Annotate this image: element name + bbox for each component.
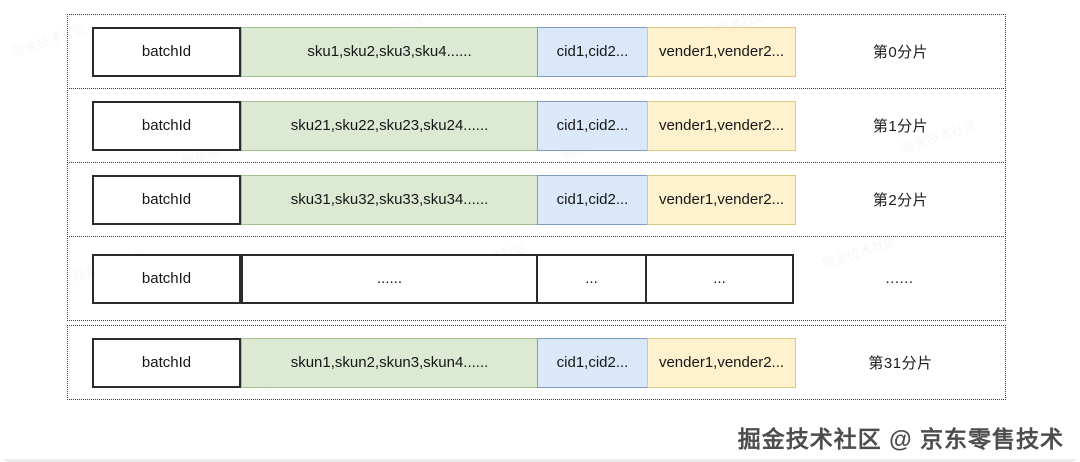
shard-label: 第0分片 (872, 44, 929, 61)
cid-list-cell: ... (536, 253, 647, 304)
shard-row-0: batchId sku1,sku2,sku3,sku4...... cid1,c… (67, 14, 1006, 89)
vender-list-cell: vender1,vender2... (647, 100, 796, 151)
batch-id-cell: batchId (92, 100, 241, 151)
cid-list-cell: cid1,cid2... (537, 174, 648, 225)
shard-row-31: batchId skun1,skun2,skun3,skun4...... ci… (67, 325, 1006, 400)
cid-list-cell: cid1,cid2... (537, 100, 648, 151)
batch-id-cell: batchId (92, 174, 241, 225)
vender-list-cell: vender1,vender2... (647, 26, 796, 77)
shard-table: batchId sku1,sku2,sku3,sku4...... cid1,c… (67, 14, 1006, 400)
shard-row-ellipsis: batchId ...... ... ... ...... (67, 236, 1006, 321)
shard-row-1: batchId sku21,sku22,sku23,sku24...... ci… (67, 88, 1006, 163)
sku-list-cell: sku21,sku22,sku23,sku24...... (241, 100, 538, 151)
sku-list-cell: skun1,skun2,skun3,skun4...... (241, 337, 538, 388)
batch-id-cell: batchId (92, 253, 241, 304)
shard-label: 第2分片 (872, 192, 929, 209)
vender-list-cell: ... (645, 253, 794, 304)
shard-row-2: batchId sku31,sku32,sku33,sku34...... ci… (67, 162, 1006, 237)
vender-list-cell: vender1,vender2... (647, 174, 796, 225)
community-watermark: 掘金技术社区 @ 京东零售技术 (737, 426, 1064, 452)
sku-list-cell: ...... (241, 253, 538, 304)
vender-list-cell: vender1,vender2... (647, 337, 796, 388)
batch-id-cell: batchId (92, 26, 241, 77)
sku-list-cell: sku31,sku32,sku33,sku34...... (241, 174, 538, 225)
card-bottom-edge (0, 459, 1080, 462)
sku-list-cell: sku1,sku2,sku3,sku4...... (241, 26, 538, 77)
shard-label: 第1分片 (872, 118, 929, 135)
batch-id-cell: batchId (92, 337, 241, 388)
cid-list-cell: cid1,cid2... (537, 26, 648, 77)
cid-list-cell: cid1,cid2... (537, 337, 648, 388)
shard-label: 第31分片 (868, 355, 933, 372)
shard-label: ...... (885, 270, 914, 287)
